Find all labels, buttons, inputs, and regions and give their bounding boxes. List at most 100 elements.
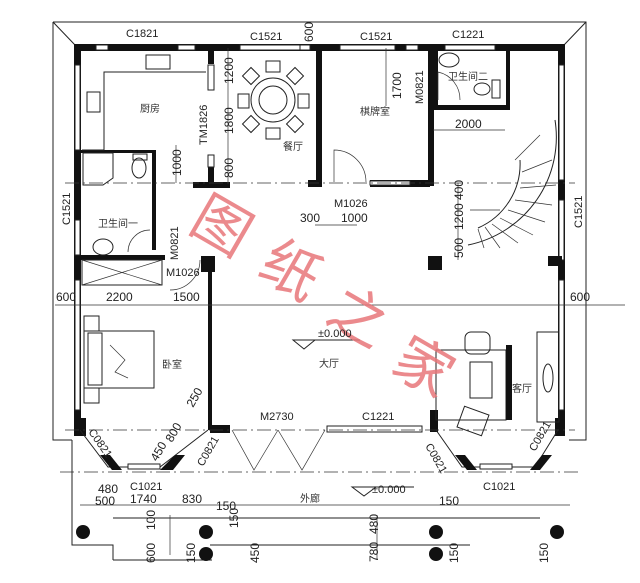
spiral-staircase bbox=[467, 119, 557, 249]
wardrobe bbox=[81, 259, 163, 286]
svg-text:C1521: C1521 bbox=[573, 196, 585, 228]
watermark: 图 纸 之 家 bbox=[180, 182, 466, 411]
svg-text:1000: 1000 bbox=[170, 149, 184, 176]
svg-text:450: 450 bbox=[147, 439, 169, 464]
svg-text:150: 150 bbox=[537, 543, 551, 563]
svg-text:1740: 1740 bbox=[130, 492, 157, 506]
room-label-bath-two: 卫生间二 bbox=[448, 70, 488, 83]
svg-text:图: 图 bbox=[180, 182, 264, 270]
svg-text:1800: 1800 bbox=[222, 107, 236, 134]
stove-icon bbox=[86, 91, 101, 113]
svg-text:C0821: C0821 bbox=[195, 434, 222, 468]
svg-text:500: 500 bbox=[95, 494, 115, 508]
room-label-bath-one: 卫生间一 bbox=[98, 217, 138, 230]
right-bay-window bbox=[435, 429, 559, 470]
chess-room-door bbox=[333, 149, 411, 186]
svg-text:450: 450 bbox=[248, 543, 262, 563]
veranda-elevation: ±0.000 bbox=[372, 484, 406, 496]
dining-table-icon bbox=[237, 60, 310, 140]
room-label-hall: 大厅 bbox=[319, 357, 339, 370]
shower-icon bbox=[82, 152, 114, 186]
svg-text:TM1826: TM1826 bbox=[198, 105, 210, 145]
svg-text:M1026: M1026 bbox=[334, 198, 368, 210]
svg-text:1200: 1200 bbox=[452, 203, 466, 230]
svg-text:M0821: M0821 bbox=[169, 226, 181, 260]
svg-text:C0821: C0821 bbox=[422, 442, 449, 476]
svg-text:C1521: C1521 bbox=[61, 193, 73, 225]
svg-text:150: 150 bbox=[216, 499, 236, 513]
kitchen-counter bbox=[82, 54, 215, 168]
svg-text:480: 480 bbox=[367, 514, 381, 534]
svg-text:M1026: M1026 bbox=[166, 267, 200, 279]
svg-text:M0821: M0821 bbox=[414, 70, 426, 104]
bedroom-door-swing bbox=[169, 259, 201, 291]
column-icon bbox=[76, 525, 90, 539]
room-labels: 厨房 餐厅 棋牌室 卫生间一 卫生间二 卧室 大厅 客厅 外廊 bbox=[98, 70, 532, 505]
svg-text:600: 600 bbox=[570, 290, 590, 304]
column-icon bbox=[429, 547, 443, 561]
sofa-set-icon bbox=[435, 331, 560, 437]
roof-outline bbox=[52, 21, 587, 441]
svg-text:C1521: C1521 bbox=[360, 31, 392, 43]
svg-text:780: 780 bbox=[367, 542, 381, 562]
svg-text:250: 250 bbox=[183, 385, 205, 410]
toilet-icon bbox=[473, 82, 491, 96]
svg-text:400: 400 bbox=[452, 180, 466, 200]
svg-text:家: 家 bbox=[381, 323, 465, 411]
left-bay-window bbox=[79, 429, 209, 470]
bathroom-one-fixtures bbox=[81, 152, 201, 291]
opening-labels: C1821 C1521 C1521 C1221 C1521 C1521 C122… bbox=[61, 28, 585, 493]
svg-text:800: 800 bbox=[222, 158, 236, 178]
bathroom-two-fixtures bbox=[434, 48, 501, 108]
svg-text:C1521: C1521 bbox=[250, 31, 282, 43]
svg-text:830: 830 bbox=[182, 492, 202, 506]
svg-text:2200: 2200 bbox=[106, 290, 133, 304]
svg-text:1500: 1500 bbox=[173, 290, 200, 304]
svg-text:480: 480 bbox=[98, 482, 118, 496]
svg-text:M2730: M2730 bbox=[260, 411, 294, 423]
svg-text:C1221: C1221 bbox=[362, 411, 394, 423]
svg-text:C1221: C1221 bbox=[452, 29, 484, 41]
svg-text:之: 之 bbox=[316, 273, 400, 361]
column-icon bbox=[199, 547, 213, 561]
room-label-veranda: 外廊 bbox=[300, 492, 320, 505]
room-label-dining: 餐厅 bbox=[283, 140, 303, 153]
svg-text:300: 300 bbox=[300, 211, 320, 225]
room-label-living: 客厅 bbox=[512, 382, 532, 395]
room-label-chess: 棋牌室 bbox=[360, 105, 390, 118]
svg-text:1000: 1000 bbox=[341, 211, 368, 225]
svg-text:纸: 纸 bbox=[249, 227, 333, 315]
svg-text:C0821: C0821 bbox=[527, 419, 554, 453]
svg-text:600: 600 bbox=[56, 290, 76, 304]
sink-icon bbox=[145, 54, 171, 70]
room-label-kitchen: 厨房 bbox=[140, 102, 160, 115]
front-door bbox=[231, 425, 423, 471]
column-icon bbox=[429, 525, 443, 539]
svg-text:1200: 1200 bbox=[222, 57, 236, 84]
toilet-icon bbox=[131, 157, 147, 179]
veranda-steps bbox=[71, 339, 564, 561]
room-label-bedroom: 卧室 bbox=[162, 358, 182, 371]
door-swing-icon bbox=[127, 229, 151, 253]
elevation-marker-icon bbox=[291, 339, 317, 350]
svg-text:600: 600 bbox=[302, 22, 316, 42]
svg-text:150: 150 bbox=[447, 543, 461, 563]
washbasin-icon bbox=[92, 238, 114, 256]
svg-text:2000: 2000 bbox=[455, 117, 482, 131]
svg-text:150: 150 bbox=[227, 508, 241, 528]
svg-text:800: 800 bbox=[162, 420, 184, 445]
svg-text:C1021: C1021 bbox=[130, 481, 162, 493]
washbasin-icon bbox=[438, 52, 460, 68]
svg-text:150: 150 bbox=[184, 543, 198, 563]
bed-icon bbox=[83, 315, 155, 404]
dimension-lines bbox=[55, 48, 625, 560]
column bbox=[428, 256, 442, 270]
interior-walls bbox=[74, 44, 565, 436]
svg-text:1700: 1700 bbox=[390, 72, 404, 99]
svg-text:500: 500 bbox=[452, 238, 466, 258]
svg-text:150: 150 bbox=[439, 494, 459, 508]
svg-text:C1821: C1821 bbox=[126, 28, 158, 40]
hall-elevation: ±0.000 bbox=[318, 328, 352, 340]
svg-text:100: 100 bbox=[144, 510, 158, 530]
